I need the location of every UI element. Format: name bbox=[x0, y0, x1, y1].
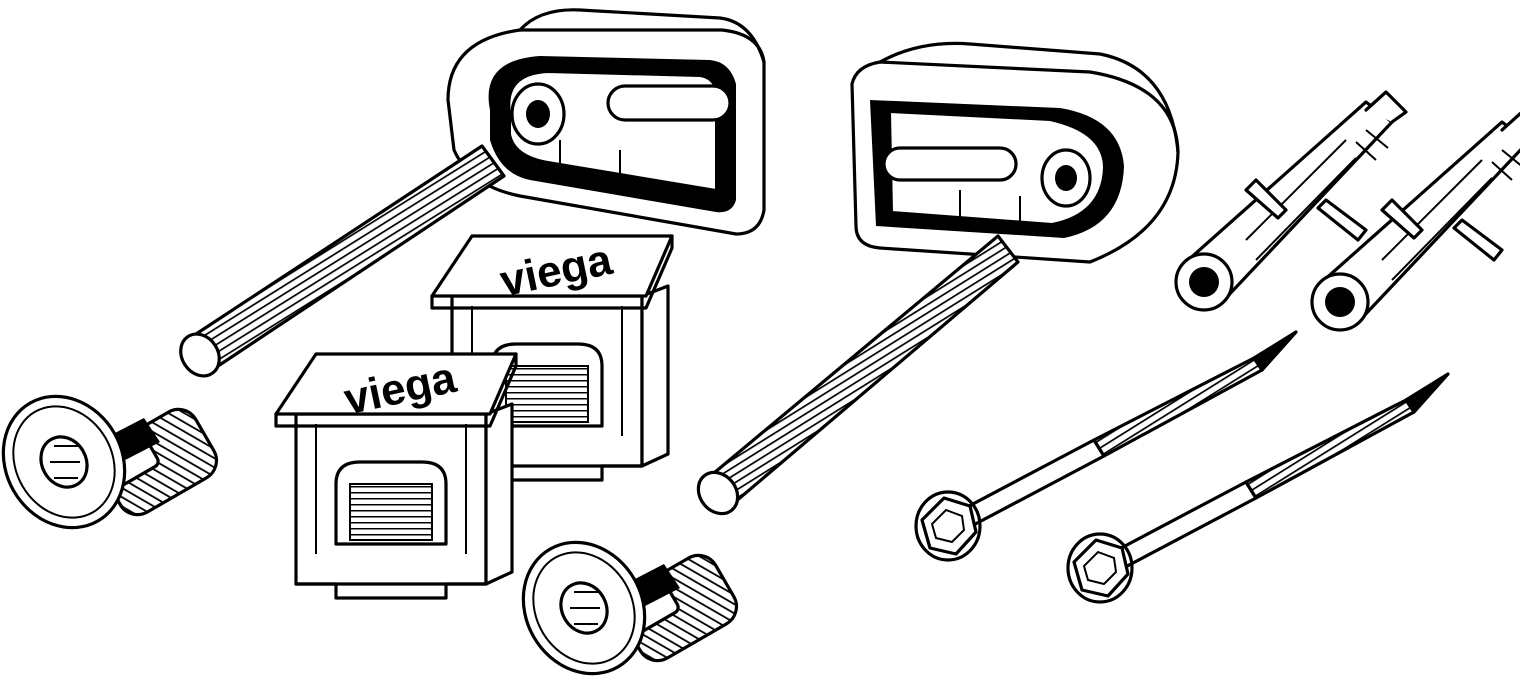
sleeve-nut-left bbox=[0, 372, 226, 552]
threaded-rod-right bbox=[696, 234, 1020, 516]
bracket-right bbox=[850, 41, 1180, 264]
cover-cap-back: viega bbox=[430, 234, 674, 482]
bracket-left bbox=[446, 8, 766, 236]
threaded-rod-left bbox=[179, 144, 506, 378]
sleeve-nut-right bbox=[498, 518, 746, 688]
hex-screw-1 bbox=[914, 330, 1298, 562]
hex-screw-2 bbox=[1066, 372, 1450, 604]
cover-cap-front: viega bbox=[274, 352, 518, 600]
